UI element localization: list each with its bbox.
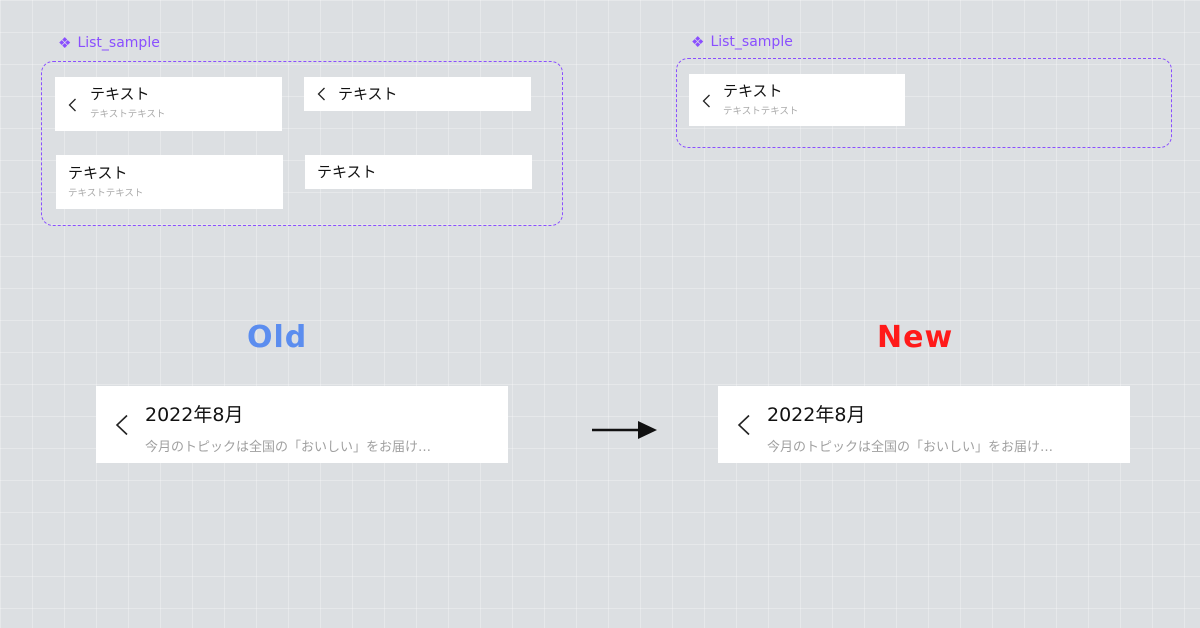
component-label-left[interactable]: ❖ List_sample [58, 35, 160, 51]
card-title: テキスト [338, 85, 398, 103]
card-title: テキスト [723, 82, 783, 100]
variant-card-icon[interactable]: テキスト [304, 77, 531, 111]
card-subtitle: テキストテキスト [68, 188, 144, 199]
component-label-right[interactable]: ❖ List_sample [691, 34, 793, 50]
card-title: テキスト [317, 163, 377, 181]
variant-card-plain[interactable]: テキスト [305, 155, 532, 189]
variant-card-icon-with-subtitle[interactable]: テキスト テキストテキスト [689, 74, 905, 126]
list-item-subtitle: 今月のトピックは全国の「おいしい」をお届け… [145, 440, 432, 455]
chevron-left-icon [702, 94, 710, 108]
list-item-new[interactable]: 2022年8月 今月のトピックは全国の「おいしい」をお届け… [718, 386, 1130, 463]
list-item-subtitle: 今月のトピックは全国の「おいしい」をお届け… [767, 440, 1054, 455]
card-title: テキスト [68, 164, 128, 182]
card-subtitle: テキストテキスト [90, 109, 166, 120]
component-set-frame-left[interactable] [41, 61, 563, 226]
old-heading: Old [247, 320, 308, 355]
component-name: List_sample [77, 35, 160, 51]
new-heading: New [877, 320, 954, 355]
variant-card-icon-with-subtitle[interactable]: テキスト テキストテキスト [55, 77, 282, 131]
variant-card-subtitle[interactable]: テキスト テキストテキスト [56, 155, 283, 209]
component-set-frame-right[interactable] [676, 58, 1172, 148]
list-item-title: 2022年8月 [145, 404, 244, 426]
card-title: テキスト [90, 85, 150, 103]
chevron-left-icon [737, 414, 750, 436]
card-subtitle: テキストテキスト [723, 106, 799, 117]
component-diamond-icon: ❖ [691, 32, 705, 51]
component-name: List_sample [710, 34, 793, 50]
component-diamond-icon: ❖ [58, 33, 72, 52]
chevron-left-icon [317, 87, 325, 101]
list-item-old[interactable]: 2022年8月 今月のトピックは全国の「おいしい」をお届け… [96, 386, 508, 463]
arrow-right-icon [592, 421, 657, 439]
list-item-title: 2022年8月 [767, 404, 866, 426]
chevron-left-icon [115, 414, 128, 436]
chevron-left-icon [68, 98, 76, 112]
